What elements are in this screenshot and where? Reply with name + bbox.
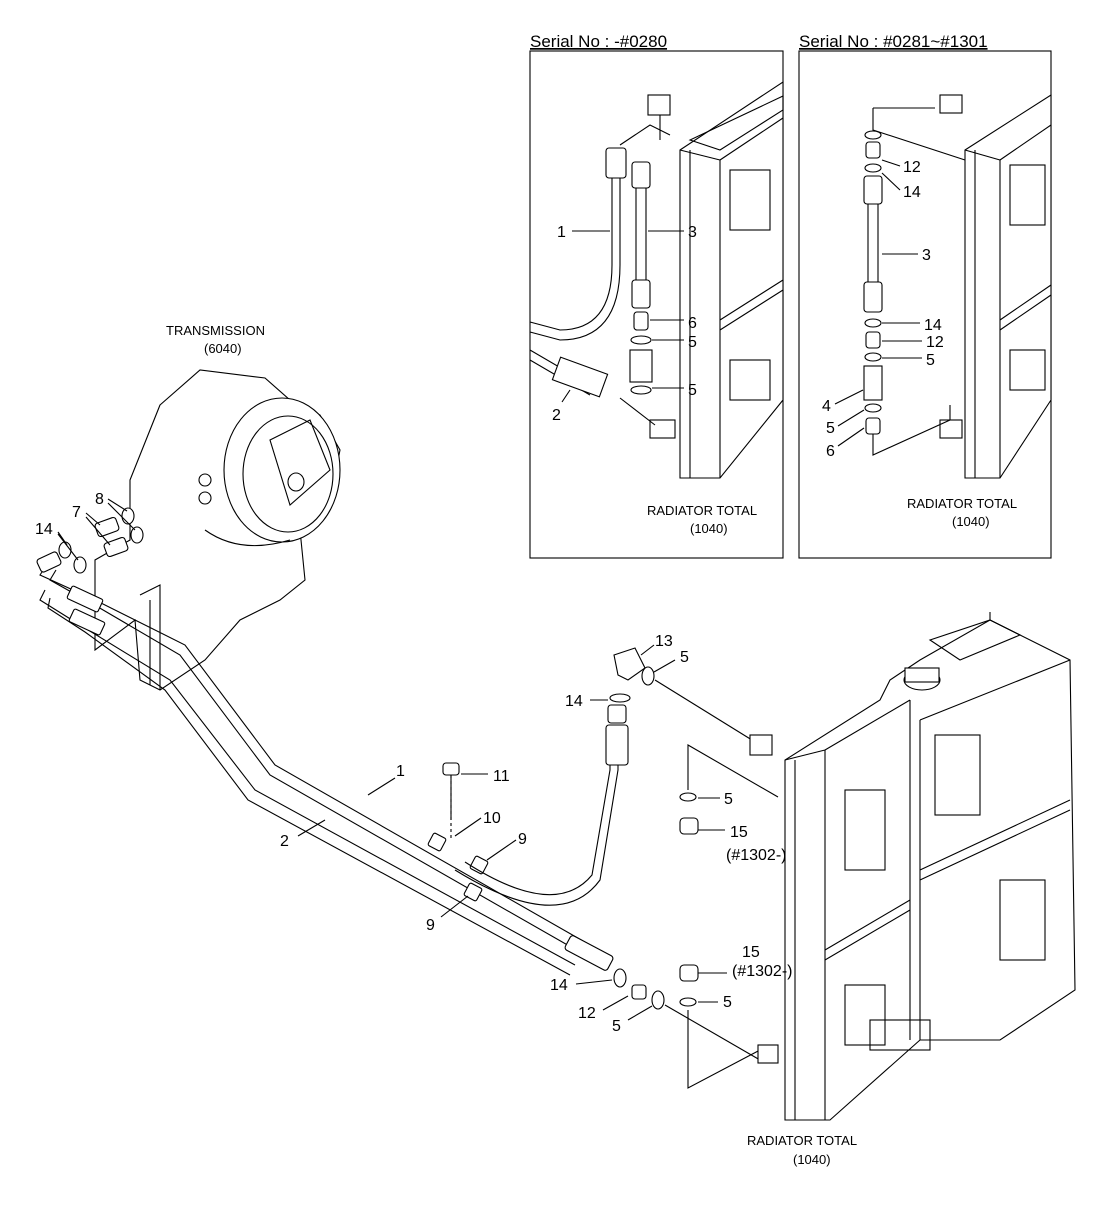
hose-3 [454, 647, 761, 906]
transmission: TRANSMISSION (6040) [94, 323, 341, 691]
svg-text:8: 8 [95, 491, 104, 508]
serial-label-left: Serial No : -#0280 [530, 32, 667, 51]
serial-label-right: Serial No : #0281~#1301 [799, 32, 988, 51]
inset2-radiator-code: (1040) [952, 514, 990, 529]
svg-text:12: 12 [926, 334, 944, 351]
inset2-parts [863, 107, 966, 456]
transmission-label: TRANSMISSION [166, 323, 265, 338]
svg-text:5: 5 [688, 334, 697, 351]
transmission-fittings [58, 507, 144, 574]
hose-assembly-1-2 [36, 551, 614, 976]
svg-text:5: 5 [723, 994, 732, 1011]
svg-text:14: 14 [903, 184, 921, 201]
svg-text:5: 5 [680, 649, 689, 666]
inset1-radiator [679, 80, 784, 479]
svg-text:6: 6 [688, 315, 697, 332]
svg-text:1: 1 [557, 224, 566, 241]
svg-text:4: 4 [822, 398, 831, 415]
inset1-radiator-label: RADIATOR TOTAL [647, 503, 757, 518]
inset2-radiator [939, 93, 1052, 479]
svg-text:14: 14 [550, 977, 568, 994]
svg-text:2: 2 [280, 833, 289, 850]
lower-fittings [613, 744, 779, 1089]
svg-text:(#1302-): (#1302-) [732, 963, 792, 980]
svg-text:7: 7 [72, 504, 81, 521]
inset2-radiator-label: RADIATOR TOTAL [907, 496, 1017, 511]
main-radiator-code: (1040) [793, 1152, 831, 1167]
inset2-callouts: 12 14 3 14 12 5 4 5 6 [822, 159, 944, 460]
main-radiator-label: RADIATOR TOTAL [747, 1133, 857, 1148]
bolt-11 [442, 762, 460, 840]
svg-text:14: 14 [565, 693, 583, 710]
svg-text:15: 15 [742, 944, 760, 961]
inset-serial-0280: Serial No : -#0280 [529, 32, 784, 559]
main-callouts: 8 7 14 13 5 14 5 15 (#1302-) 1 11 10 9 2… [35, 491, 792, 1035]
svg-text:12: 12 [578, 1005, 596, 1022]
svg-text:(#1302-): (#1302-) [726, 847, 786, 864]
svg-text:10: 10 [483, 810, 501, 827]
transmission-code: (6040) [204, 341, 242, 356]
svg-text:9: 9 [426, 917, 435, 934]
svg-text:5: 5 [826, 420, 835, 437]
svg-text:5: 5 [724, 791, 733, 808]
svg-text:3: 3 [688, 224, 697, 241]
svg-text:14: 14 [924, 317, 942, 334]
svg-text:5: 5 [926, 352, 935, 369]
inset1-hoses [529, 94, 676, 439]
svg-text:11: 11 [493, 768, 510, 785]
main-radiator [749, 612, 1076, 1121]
svg-text:9: 9 [518, 831, 527, 848]
svg-text:3: 3 [922, 247, 931, 264]
inset1-callouts: 1 3 6 5 5 2 [552, 224, 697, 424]
inset1-radiator-code: (1040) [690, 521, 728, 536]
svg-text:14: 14 [35, 521, 53, 538]
svg-text:1: 1 [396, 763, 405, 780]
svg-text:5: 5 [612, 1018, 621, 1035]
svg-text:6: 6 [826, 443, 835, 460]
svg-text:12: 12 [903, 159, 921, 176]
inset-serial-0281-1301: Serial No : #0281~#1301 [798, 32, 1052, 559]
svg-text:13: 13 [655, 633, 673, 650]
svg-text:15: 15 [730, 824, 748, 841]
svg-text:2: 2 [552, 407, 561, 424]
svg-text:5: 5 [688, 382, 697, 399]
